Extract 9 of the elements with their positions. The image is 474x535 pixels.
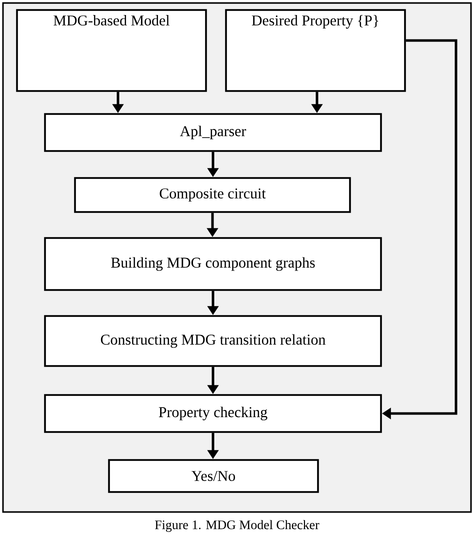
- caption: Figure 1. MDG Model Checker: [155, 520, 320, 532]
- input-box: MDG-based Model: [16, 9, 207, 92]
- process-box: Apl_parser: [44, 113, 382, 152]
- process-box: Property checking: [44, 394, 382, 433]
- process-box: Constructing MDG transition relation: [44, 315, 382, 367]
- process-box: Yes/No: [108, 459, 319, 493]
- process-box: Building MDG component graphs: [44, 237, 382, 291]
- process-box: Composite circuit: [74, 177, 351, 213]
- input-box: Desired Property {P}: [225, 9, 406, 92]
